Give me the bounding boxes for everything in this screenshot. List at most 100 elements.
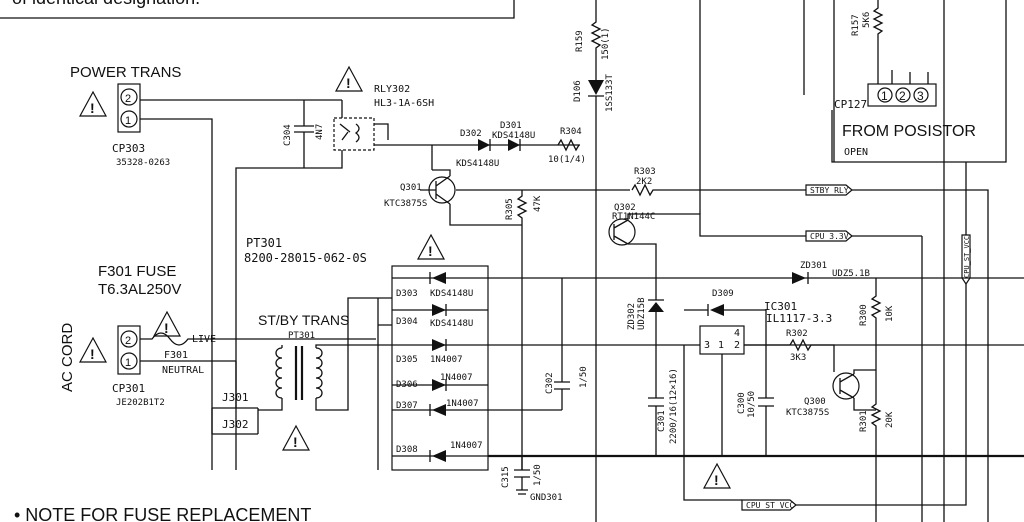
- r157-value: 5K6: [862, 12, 872, 28]
- f301-rating: T6.3AL250V: [98, 281, 181, 298]
- ic301-part: IL1117-3.3: [766, 312, 832, 325]
- q300-transistor: Q300 KTC3875S: [786, 369, 876, 418]
- d301-label: D301: [500, 121, 522, 131]
- cp127-pin1: 1: [881, 89, 888, 103]
- r303-label: R303: [634, 167, 656, 177]
- svg-text:!: !: [293, 434, 298, 450]
- ic301-pin3: 3: [704, 340, 710, 351]
- r302-value: 3K3: [790, 353, 806, 363]
- rectifier-block: D303 KDS4148U D304 KDS4148U D305 1N4007 …: [377, 265, 1024, 471]
- c301-value: 2200/16(12×16): [669, 368, 679, 444]
- pt301-label-block: PT301 8200-28015-062-0S: [244, 236, 367, 265]
- cpu-st-vcc-tag-vertical: CPU_ST_VCC: [961, 162, 971, 286]
- gnd301-label: GND301: [530, 493, 563, 503]
- warning-icon: !: [334, 65, 364, 92]
- warning-icon: !: [416, 233, 446, 260]
- cp127-label: CP127: [834, 98, 867, 111]
- d106-label: D106: [573, 80, 583, 102]
- fuse-replacement-note: • NOTE FOR FUSE REPLACEMENT: [14, 505, 311, 522]
- d304-label: D304: [396, 317, 418, 327]
- d301-part: KDS4148U: [492, 131, 535, 141]
- stby-transformer: ST/BY TRANS PT301: [258, 297, 392, 411]
- ic301-regulator: D309 3 1 4 2 IC301 IL1117-3.3: [683, 289, 832, 501]
- d302-label: D302: [460, 129, 482, 139]
- cp303-part: 35328-0263: [116, 158, 170, 168]
- d308-diode: D308 1N4007: [392, 441, 488, 462]
- q301-part: KTC3875S: [384, 199, 427, 209]
- pt301-part: 8200-28015-062-0S: [244, 251, 367, 265]
- r159-value: 150(1): [601, 27, 611, 60]
- q302-label: Q302: [614, 203, 636, 213]
- power-trans-label: POWER TRANS: [70, 64, 181, 81]
- zd302-zener: ZD302 UDZ15B: [627, 297, 664, 398]
- header-note-text: of identical designation.: [12, 0, 200, 8]
- pt301-short-label: PT301: [288, 331, 315, 341]
- q300-label: Q300: [804, 397, 826, 407]
- r303-resistor: R303 2K2 STBY_RLY: [631, 167, 989, 522]
- d305-diode: D305 1N4007: [392, 339, 488, 365]
- cpu-3v3-tag: CPU_3.3V: [810, 232, 849, 241]
- d307-label: D307: [396, 401, 418, 411]
- neutral-label: NEUTRAL: [162, 365, 204, 376]
- cp301-pin2: 2: [125, 335, 131, 347]
- f301-fuse-label: F301 FUSE: [98, 263, 176, 280]
- svg-text:!: !: [428, 243, 433, 259]
- r303-value: 2K2: [636, 177, 652, 187]
- cp301-label: CP301: [112, 382, 145, 395]
- warning-icon: !: [702, 462, 732, 489]
- q302-transistor: Q302 RT1N144C CPU_3.3V: [608, 0, 945, 522]
- relay-drive-diodes: D302 KDS4148U D301 KDS4148U R304 10(1/4): [374, 121, 586, 170]
- power-trans-block: POWER TRANS 2 1 CP303 35328-0263: [70, 64, 343, 470]
- d304-part: KDS4148U: [430, 319, 473, 329]
- zd302-label: ZD302: [627, 303, 637, 330]
- r301-resistor: R301 20K: [859, 390, 895, 522]
- c304-capacitor: C304 4N7: [283, 100, 325, 168]
- q301-transistor: Q301 KTC3875S: [384, 169, 630, 226]
- d306-label: D306: [396, 380, 418, 390]
- zd301-zener: ZD301 UDZ5.1B: [792, 261, 870, 284]
- cpu-st-vcc-tag: CPU_ST_VCC: [741, 284, 967, 511]
- r300-label: R300: [859, 304, 869, 326]
- svg-text:!: !: [164, 320, 169, 336]
- r305-label: R305: [505, 198, 515, 220]
- c300-value: 10/50: [747, 391, 757, 418]
- d309-label: D309: [712, 289, 734, 299]
- q300-part: KTC3875S: [786, 408, 829, 418]
- c315-value: 1/50: [533, 464, 543, 486]
- q301-label: Q301: [400, 183, 422, 193]
- ic301-pin1: 1: [718, 340, 724, 351]
- ic301-label: IC301: [764, 300, 797, 313]
- d308-label: D308: [396, 445, 418, 455]
- cpu-st-vcc-vertical-label: CPU_ST_VCC: [963, 236, 971, 278]
- cp301-pin1: 1: [125, 357, 131, 369]
- d305-label: D305: [396, 355, 418, 365]
- warning-icon: !: [78, 336, 108, 363]
- warning-icon: !: [281, 424, 311, 451]
- c300-capacitor: C300 10/50: [737, 345, 774, 456]
- q302-part: RT1N144C: [612, 212, 655, 222]
- c302-capacitor: C302 1/50: [545, 278, 589, 410]
- j301-label: J301: [222, 391, 249, 404]
- ic301-pin2: 2: [734, 340, 740, 351]
- open-label: OPEN: [844, 147, 868, 158]
- d306-part: 1N4007: [440, 373, 473, 383]
- r301-label: R301: [859, 410, 869, 432]
- d303-part: KDS4148U: [430, 289, 473, 299]
- c301-capacitor: C301 2200/16(12×16): [648, 368, 679, 456]
- r304-value: 10(1/4): [548, 155, 586, 165]
- cp303-pin1: 1: [125, 115, 131, 127]
- r301-value: 20K: [885, 411, 895, 428]
- cp303-pin2: 2: [125, 93, 131, 105]
- cp127-pin2: 2: [899, 89, 906, 103]
- zd301-part: UDZ5.1B: [832, 269, 870, 279]
- c315-label: C315: [501, 466, 511, 488]
- d307-part: 1N4007: [446, 399, 479, 409]
- d304-diode: D304 KDS4148U: [392, 304, 488, 329]
- r159-label: R159: [575, 30, 585, 52]
- zd302-part: UDZ15B: [637, 297, 647, 330]
- r157-label: R157: [851, 14, 861, 36]
- rly302-relay: RLY302 HL3-1A-6SH: [235, 84, 434, 470]
- r304-label: R304: [560, 127, 582, 137]
- d303-diode: D303 KDS4148U: [392, 272, 488, 299]
